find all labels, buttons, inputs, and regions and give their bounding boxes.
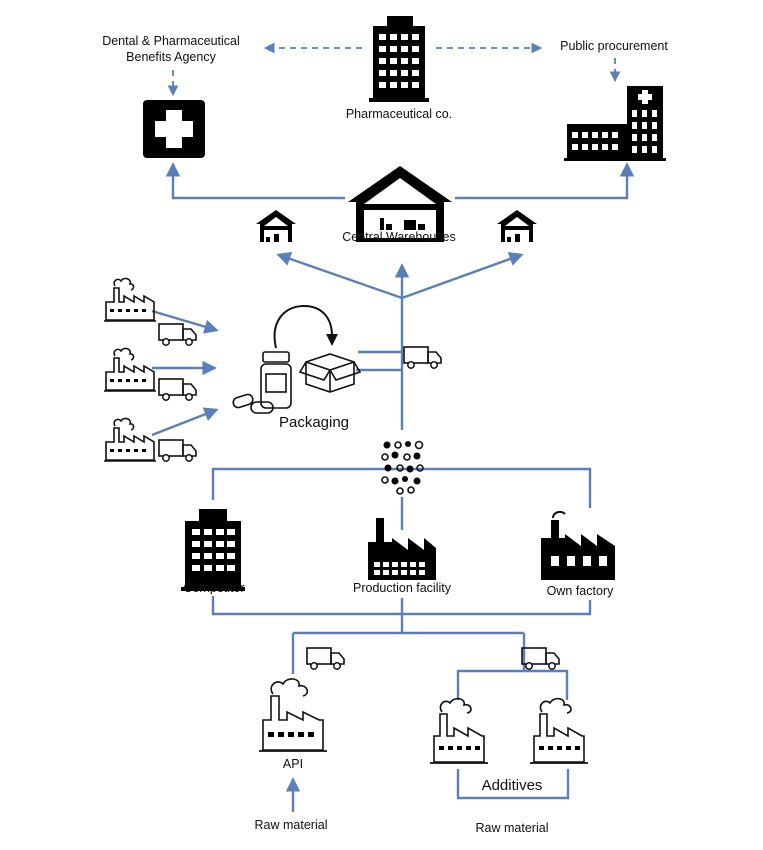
truck-icon	[403, 346, 442, 370]
molecules-icon	[381, 440, 424, 495]
production-facility-label: Production facility	[353, 581, 452, 595]
office-building-icon	[369, 16, 429, 102]
dental-agency-label-line2: Benefits Agency	[126, 50, 216, 64]
factory-icon	[530, 697, 588, 764]
truck-icon	[158, 439, 197, 463]
curved-arrow-icon	[273, 304, 338, 349]
central-warehouse-icon	[348, 166, 452, 242]
factory-icon	[103, 417, 157, 462]
competitor-label: Competitor	[183, 581, 244, 595]
medicine-bottle-icon	[260, 351, 292, 409]
factory-icon	[103, 347, 157, 392]
truck-icon	[158, 378, 197, 402]
additives-label: Additives	[482, 777, 543, 794]
pill-icon	[232, 393, 274, 414]
factory-icon	[430, 697, 488, 764]
medical-cross-icon	[143, 100, 205, 158]
central-warehouses-label: Central Warehouses	[342, 230, 455, 244]
open-box-icon	[298, 353, 362, 393]
warehouse-icon-left	[256, 210, 296, 242]
office-building-icon	[181, 509, 245, 591]
factory-icon	[368, 518, 436, 580]
warehouse-icon-right	[497, 210, 537, 242]
factory-icon	[259, 678, 327, 752]
hospital-icon	[564, 86, 666, 161]
truck-icon	[158, 323, 197, 347]
dental-agency-label: Dental & Pharmaceutical	[102, 34, 240, 48]
public-procurement-label: Public procurement	[560, 39, 668, 53]
flow-lines	[151, 42, 635, 812]
pharma-co-label: Pharmaceutical co.	[346, 107, 452, 121]
truck-icon	[306, 647, 345, 671]
factory-icon	[541, 510, 615, 580]
own-factory-label: Own factory	[547, 584, 614, 598]
packaging-label: Packaging	[279, 414, 349, 431]
raw-material-label: Raw material	[476, 821, 549, 835]
factory-icon	[103, 277, 157, 322]
api-label: API	[283, 757, 303, 771]
raw-material-label: Raw material	[255, 818, 328, 832]
truck-icon	[521, 647, 560, 671]
